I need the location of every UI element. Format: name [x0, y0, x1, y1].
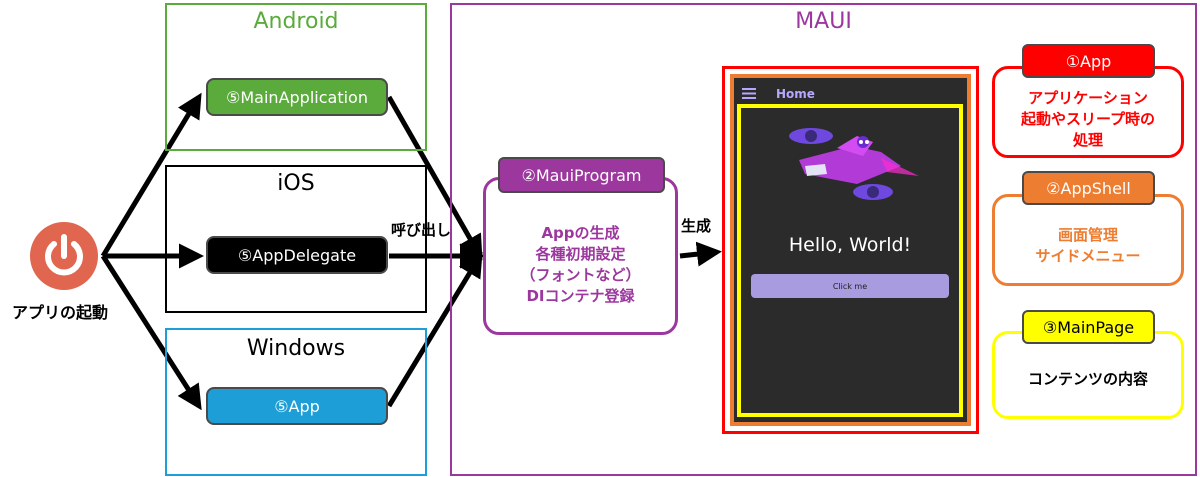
mainpage-legend-tab: ③MainPage: [1022, 310, 1155, 344]
power-icon: [45, 234, 83, 276]
invoke-label: 呼び出し: [391, 221, 452, 239]
mauiprogram-tab: ②MauiProgram: [498, 157, 665, 193]
windows-app-node: ⑤App: [206, 387, 388, 425]
maui-frame: MAUI: [450, 3, 1197, 476]
app-legend-tab: ①App: [1022, 44, 1155, 78]
click-me-button[interactable]: Click me: [751, 274, 949, 298]
ios-frame: iOS: [165, 165, 427, 313]
flying-robot-illustration: [789, 128, 919, 200]
ios-appdelegate-node: ⑤AppDelegate: [206, 236, 388, 274]
shell-title: Home: [776, 87, 815, 101]
windows-frame: Windows: [165, 328, 427, 476]
hamburger-menu-icon[interactable]: [742, 88, 756, 99]
appshell-legend-card: 画面管理 サイドメニュー: [992, 194, 1184, 286]
arrow-start-to-android: [100, 92, 202, 258]
appshell-legend-tab: ②AppShell: [1022, 171, 1155, 205]
mainpage-yellow-box: Hello, World! Click me: [737, 104, 963, 417]
hello-world-label: Hello, World!: [788, 234, 912, 256]
android-mainapplication-node: ⑤MainApplication: [206, 78, 388, 116]
create-label: 生成: [681, 217, 712, 235]
maui-title: MAUI: [795, 9, 852, 34]
arrow-start-to-windows: [100, 254, 202, 411]
arrow-android-to-mauiprogram: [386, 95, 483, 261]
shell-header: Home: [734, 78, 967, 106]
android-frame: Android: [165, 3, 427, 151]
android-title: Android: [253, 9, 339, 34]
ios-title: iOS: [277, 171, 315, 196]
arrow-mauiprogram-to-app: [679, 241, 722, 267]
appshell-orange-box: Home: [730, 74, 971, 426]
app-legend-card: アプリケーション 起動やスリープ時の 処理: [992, 66, 1184, 158]
arrow-windows-to-mauiprogram: [386, 251, 483, 408]
windows-title: Windows: [246, 336, 346, 361]
app-red-box: [722, 66, 979, 434]
mauiprogram-card: Appの生成 各種初期設定 （フォントなど） DIコンテナ登録: [483, 177, 678, 335]
startup-power-icon: [30, 222, 98, 290]
startup-label: アプリの起動: [12, 303, 109, 322]
mainpage-legend-card: コンテンツの内容: [992, 331, 1184, 419]
